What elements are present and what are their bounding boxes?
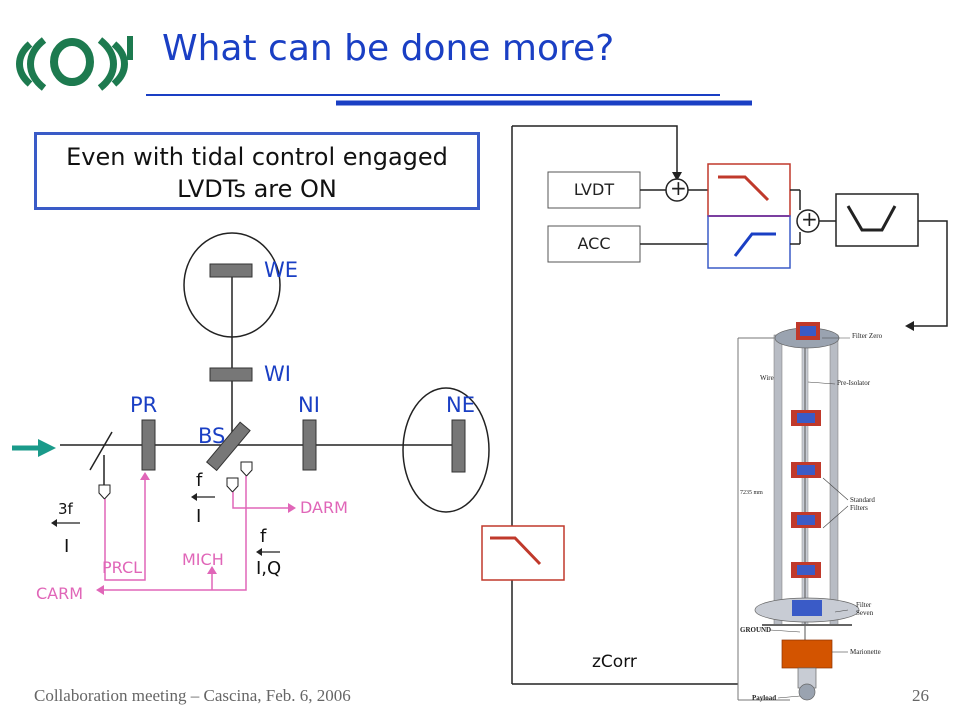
photodiode-asym [226, 477, 239, 493]
callout-line-2: LVDTs are ON [177, 175, 337, 203]
zcorr-filter-box [481, 525, 565, 581]
susp-label-standard-filters: Standard Filters [850, 496, 875, 512]
wi-mirror [209, 367, 253, 382]
acc-label: ACC [577, 234, 611, 253]
susp-label-ground: GROUND [740, 626, 772, 634]
label-pr: PR [130, 393, 158, 417]
susp-label-pre-isolator: Pre-Isolator [837, 379, 871, 387]
label-3f: 3f [58, 500, 73, 518]
susp-label-filter-zero: Filter Zero [852, 332, 883, 340]
output-to-suspension [912, 220, 948, 327]
pickoff-plate [89, 431, 113, 471]
susp-label-filter-seven: Filter Seven [856, 601, 874, 617]
highpass-curve [733, 232, 776, 257]
label-f-mid: f [196, 470, 203, 491]
prcl-line [104, 478, 146, 581]
superattenuator-illustration [737, 322, 860, 701]
slide-title: What can be done more? [162, 28, 615, 69]
suspension-arrowhead [905, 321, 914, 331]
zcorr-filter-curve [490, 536, 542, 566]
zcorr-label: zCorr [592, 652, 637, 672]
carm-arrowhead [96, 585, 104, 595]
notch-filter-box [835, 193, 919, 247]
prcl-arrowhead [140, 472, 150, 480]
label-iq: I,Q [256, 558, 282, 579]
demod-arrowhead-3f [51, 519, 57, 527]
laser-arrow-head [38, 439, 56, 457]
label-f-right: f [260, 526, 267, 547]
label-wi: WI [264, 362, 291, 386]
ne-vacuum-ellipse [402, 387, 490, 513]
tidal-control-callout: Even with tidal control engaged LVDTs ar… [34, 132, 480, 210]
photodiode-3f [98, 484, 111, 500]
susp-label-wire: Wire [760, 374, 774, 382]
demod-arrowhead-f-right [256, 548, 262, 556]
virgo-logo [16, 36, 133, 91]
mich-arrowhead [207, 566, 217, 574]
highpass-filter-box [707, 215, 791, 269]
label-we: WE [264, 258, 299, 282]
susp-label-height: 7235 mm [740, 490, 763, 496]
lvdt-label: LVDT [573, 180, 615, 199]
lowpass-filter-box [707, 163, 791, 217]
bs-mirror [205, 421, 251, 472]
callout-line-1: Even with tidal control engaged [66, 143, 448, 171]
label-mich: MICH [182, 550, 224, 569]
label-i-mid: I [196, 506, 202, 527]
label-prcl: PRCL [102, 558, 143, 577]
page-number: 26 [912, 686, 929, 705]
darm-line [232, 492, 290, 509]
label-carm: CARM [36, 584, 84, 603]
demod-arrowhead-f-mid [191, 493, 197, 501]
photodiode-pick [240, 461, 253, 477]
feedback-top-line [512, 125, 678, 172]
susp-label-payload: Payload [752, 694, 777, 702]
carm-line [102, 476, 247, 591]
label-bs: BS [198, 424, 226, 448]
lowpass-curve [718, 175, 770, 202]
plus-sign-2: + [801, 207, 818, 231]
darm-arrowhead [288, 503, 296, 513]
plus-sign-1: + [670, 176, 687, 200]
ni-mirror [302, 419, 317, 471]
footer-text: Collaboration meeting – Cascina, Feb. 6,… [34, 686, 351, 705]
ne-mirror [451, 419, 466, 473]
label-ne: NE [446, 393, 475, 417]
we-mirror [209, 263, 253, 278]
label-darm: DARM [300, 498, 348, 517]
label-ni: NI [298, 393, 320, 417]
notch-curve [846, 205, 897, 232]
susp-label-marionette: Marionette [850, 648, 881, 656]
pr-mirror [141, 419, 156, 471]
label-i-left: I [64, 536, 70, 557]
feedback-arrowhead [672, 172, 682, 181]
